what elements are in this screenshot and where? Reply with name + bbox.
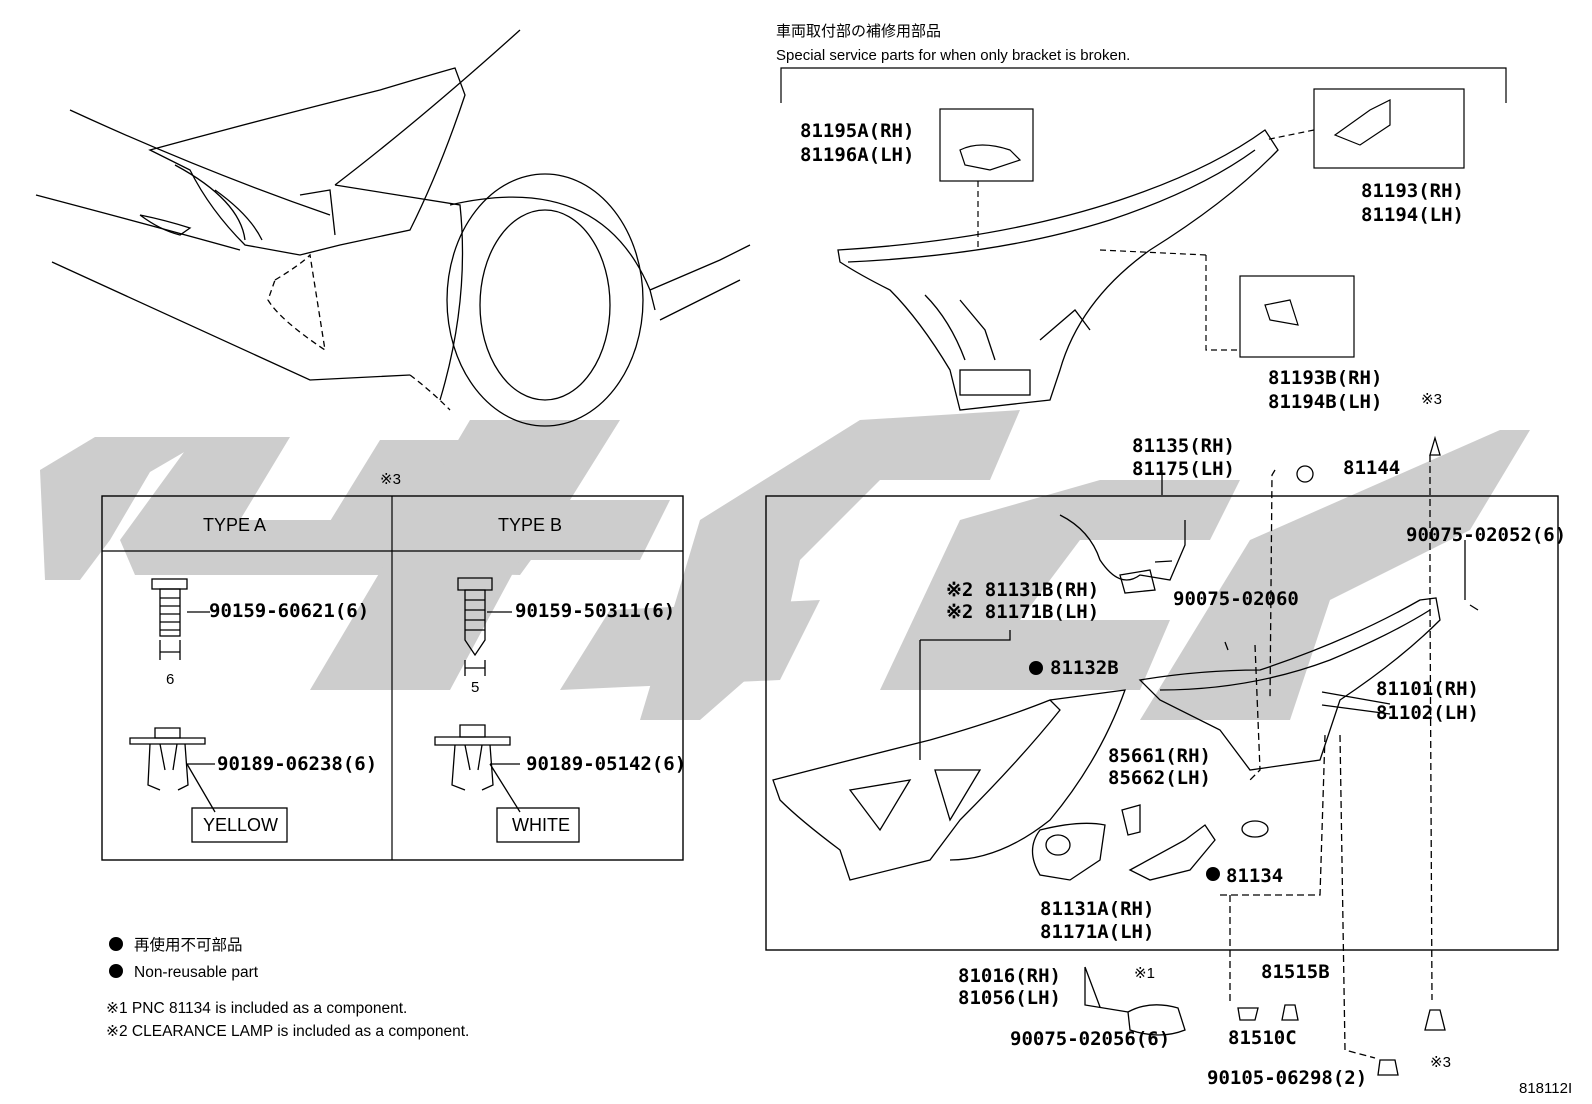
label-81193b: 81193B(RH) (1268, 367, 1382, 389)
note-1: ※1 PNC 81134 is included as a component. (106, 1000, 407, 1017)
label-81510c: 81510C (1228, 1027, 1297, 1049)
vehicle-front-illustration (35, 29, 751, 427)
label-85662: 85662(LH) (1108, 767, 1211, 789)
watermark-logo (40, 410, 1530, 720)
service-header-jp: 車両取付部の補修用部品 (776, 23, 941, 40)
ref-mark-1: ※1 (1134, 965, 1155, 982)
non-reusable-dot-81134 (1206, 867, 1220, 881)
service-header-en: Special service parts for when only brac… (776, 47, 1130, 64)
service-header-bracket (780, 67, 1507, 103)
label-81131a: 81131A(RH) (1040, 898, 1154, 920)
fastener-type-table: ※3 TYPE A TYPE B 90159-60621(6) 6 90159-… (101, 471, 686, 861)
ref-mark-3-bottom: ※3 (1430, 1054, 1451, 1071)
note-2: ※2 CLEARANCE LAMP is included as a compo… (106, 1023, 469, 1040)
diagram-id: 818112I (1519, 1080, 1572, 1097)
assembly-illustrations (772, 435, 1479, 1076)
label-81195a: 81195A(RH) (800, 120, 914, 142)
label-90159-50311: 90159-50311(6) (515, 600, 675, 622)
label-81102: 81102(LH) (1376, 702, 1479, 724)
bracket-boxes (939, 88, 1465, 358)
assembly-frame (765, 495, 1559, 951)
label-81135: 81135(RH) (1132, 435, 1235, 457)
label-90189-05142: 90189-05142(6) (526, 753, 686, 775)
label-90105-06298: 90105-06298(2) (1207, 1067, 1367, 1089)
label-81515b: 81515B (1261, 961, 1330, 983)
bolt-b-dimension: 5 (471, 679, 479, 696)
legend-en: Non-reusable part (134, 964, 259, 981)
label-81016: 81016(RH) (958, 965, 1061, 987)
ref-mark-3-top: ※3 (1421, 391, 1442, 408)
label-81171b: ※2 81171B(LH) (946, 601, 1099, 623)
label-81196a: 81196A(LH) (800, 144, 914, 166)
headlamp-housing-illustration (837, 129, 1279, 411)
label-90075-02052: 90075-02052(6) (1406, 524, 1566, 546)
legend: 再使用不可部品 Non-reusable part ※1 PNC 81134 i… (106, 936, 469, 1040)
label-81175: 81175(LH) (1132, 458, 1235, 480)
label-85661: 85661(RH) (1108, 745, 1211, 767)
label-81101: 81101(RH) (1376, 678, 1479, 700)
legend-jp: 再使用不可部品 (134, 936, 243, 954)
label-81144: 81144 (1343, 457, 1400, 479)
bolt-a-dimension: 6 (166, 671, 174, 688)
label-81194b: 81194B(LH) (1268, 391, 1382, 413)
label-81134: 81134 (1226, 865, 1283, 887)
label-90189-06238: 90189-06238(6) (217, 753, 377, 775)
label-81171a: 81171A(LH) (1040, 921, 1154, 943)
label-81132b: 81132B (1050, 657, 1119, 679)
label-90075-02060: 90075-02060 (1173, 588, 1299, 610)
label-81131b: ※2 81131B(RH) (946, 579, 1099, 601)
label-90159-60621: 90159-60621(6) (209, 600, 369, 622)
non-reusable-dot-81132b (1029, 661, 1043, 675)
type-b-header: TYPE B (498, 515, 562, 535)
table-ref-mark: ※3 (380, 471, 401, 488)
type-a-header: TYPE A (203, 515, 266, 535)
clip-a-color: YELLOW (203, 815, 278, 835)
label-81056: 81056(LH) (958, 987, 1061, 1009)
label-81193: 81193(RH) (1361, 180, 1464, 202)
label-90075-02056: 90075-02056(6) (1010, 1028, 1170, 1050)
clip-b-color: WHITE (512, 815, 570, 835)
label-81194: 81194(LH) (1361, 204, 1464, 226)
